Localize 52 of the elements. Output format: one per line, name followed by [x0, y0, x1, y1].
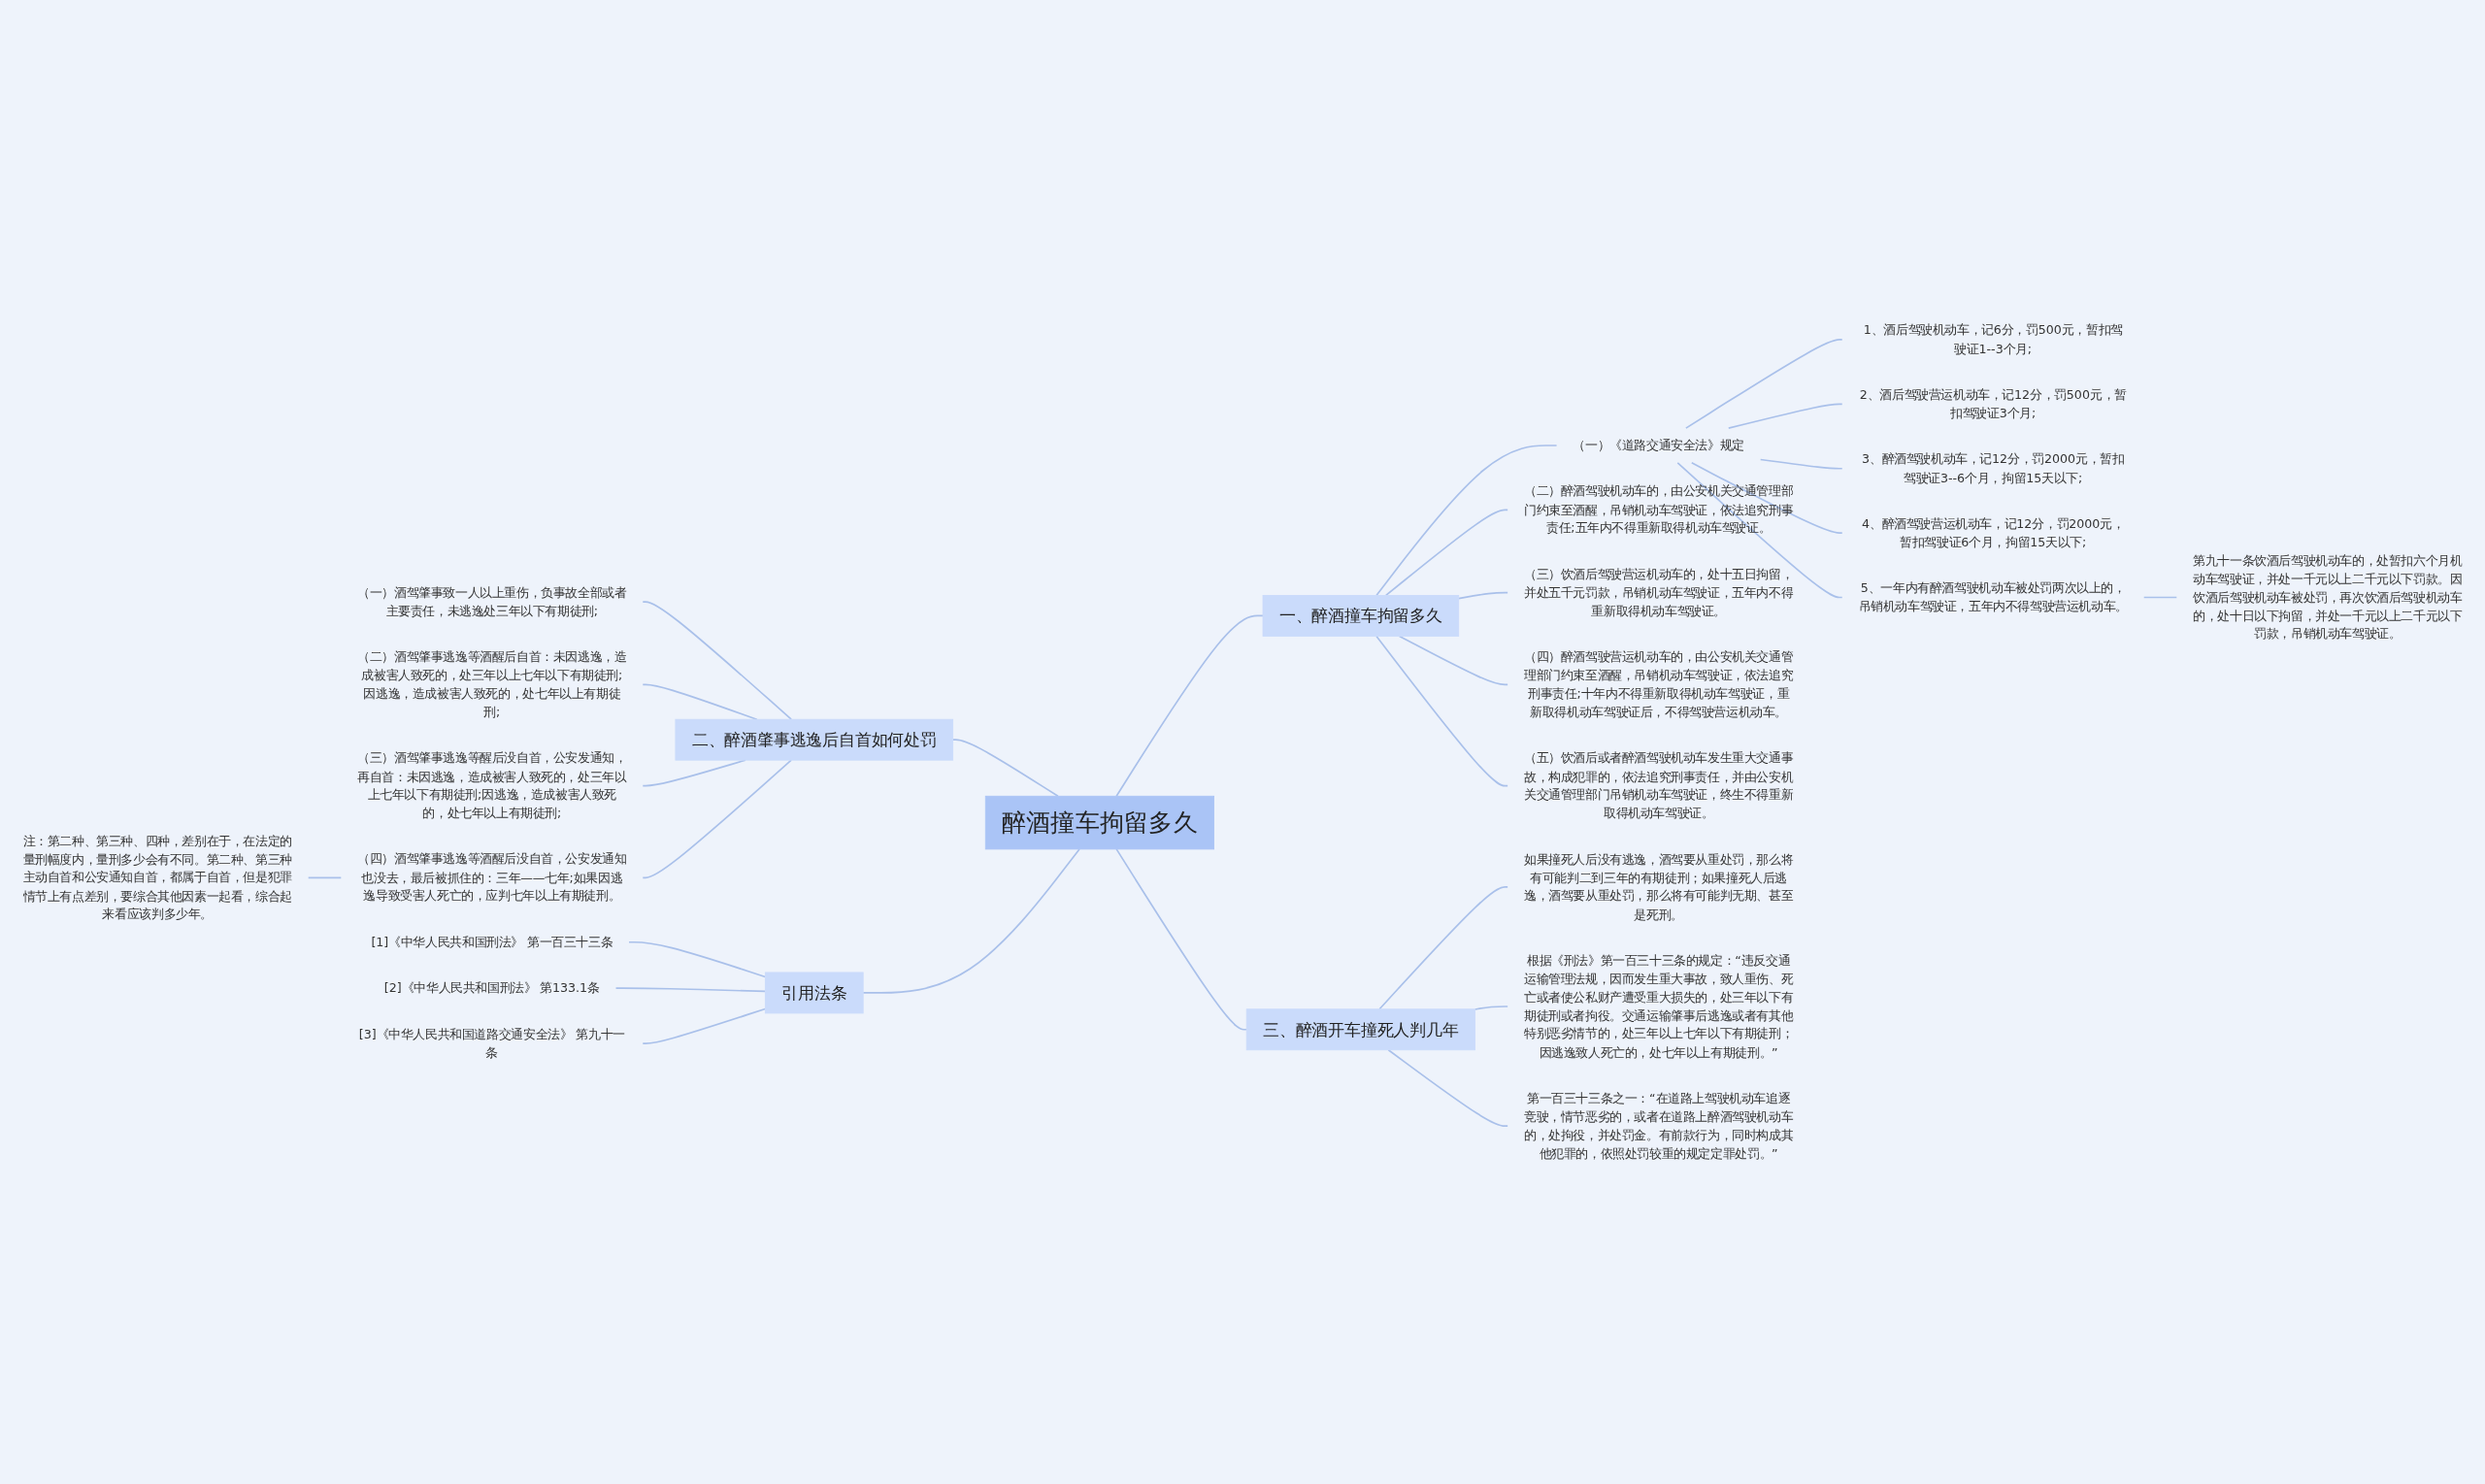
- connector: [862, 848, 1080, 994]
- connector: [1474, 1006, 1508, 1010]
- connector: [642, 759, 792, 879]
- node-text: （四）醉酒驾驶营运机动车的，由公安机关交通管理部门约束至酒醒，吊销机动车驾驶证，依法追究刑事责任;十年内不得重新取得机动车驾驶证，重新取得机动车驾驶证后，不得驾驶营运机动车。: [1523, 649, 1794, 720]
- node-text: 1、酒后驾驶机动车，记6分，罚500元，暂扣驾驶证1--3个月;: [1863, 322, 2123, 356]
- node-text: 4、醉酒驾驶营运机动车，记12分，罚2000元，暂扣驾驶证6个月，拘留15天以下;: [1861, 515, 2125, 549]
- connector: [1378, 886, 1508, 1010]
- node-text: （三）酒驾肇事逃逸等醒后没自首，公安发通知，再自首：未因逃逸，造成被害人致死的，处三年以上七年以下有期徒刑;因逃逸，造成被害人致死的，处七年以上有期徒刑;: [357, 750, 627, 821]
- node-text: （一）《道路交通安全法》规定: [1573, 438, 1744, 453]
- connector: [614, 987, 767, 993]
- connector: [628, 940, 767, 978]
- node-text: （一）酒驾肇事致一人以上重伤，负事故全部或者主要责任，未逃逸处三年以下有期徒刑;: [357, 584, 627, 618]
- connector: [1676, 462, 1843, 599]
- connector: [1690, 462, 1843, 534]
- node-text: 3、醉酒驾驶机动车，记12分，罚2000元，暂扣驾驶证3--6个月，拘留15天以下;: [1861, 451, 2125, 485]
- node-text: 第一百三十三条之一：“在道路上驾驶机动车追逐竞驶，情节恶劣的，或者在道路上醉酒驾驶机动车的，处拘役，并处罚金。有前款行为，同时构成其他犯罪的，依照处罚较重的规定定罪处罚。”: [1523, 1091, 1794, 1161]
- connector: [1375, 445, 1558, 597]
- connector: [307, 876, 343, 879]
- node-box: [764, 972, 864, 1014]
- node-text: 根据《刑法》第一百三十三条的规定：“违反交通运输管理法规，因而发生重大事故，致人重伤、死亡或者使公私财产遭受重大损失的，处三年以下有期徒刑或者拘役。交通运输肇事后逃逸或者有其他特别恶劣情节的，处三年以上七年以下有期徒刑；因逃逸致人死亡的，处七年以上有期徒刑。”: [1523, 952, 1794, 1060]
- connector: [1727, 403, 1843, 429]
- node-text: [2]《中华人民共和国刑法》 第133.1条: [383, 980, 600, 996]
- node-text: （三）饮酒后驾驶营运机动车的，处十五日拘留，并处五千元罚款，吊销机动车驾驶证，五年内不得重新取得机动车驾驶证。: [1523, 567, 1794, 618]
- connector: [1685, 339, 1843, 429]
- node-text: 5、一年内有醉酒驾驶机动车被处罚两次以上的，吊销机动车驾驶证，五年内不得驾驶营运机动车。: [1858, 580, 2128, 614]
- node-text: 如果撞死人后没有逃逸，酒驾要从重处罚，那么将有可能判二到三年的有期徒刑；如果撞死人后逃逸，酒驾要从重处罚，那么将有可能判无期、甚至是死刑。: [1523, 851, 1794, 922]
- connector: [1387, 1048, 1508, 1127]
- node-box: [675, 718, 954, 761]
- connector: [642, 601, 792, 720]
- connector: [1457, 591, 1508, 600]
- node-text: （五）饮酒后或者醉酒驾驶机动车发生重大交通事故，构成犯罪的，依法追究刑事责任，并由公安机关交通管理部门吊销机动车驾驶证，终生不得重新取得机动车驾驶证。: [1523, 750, 1794, 821]
- connector: [1384, 509, 1508, 597]
- node-text: [1]《中华人民共和国刑法》 第一百三十三条: [371, 934, 613, 950]
- connector: [951, 739, 1059, 798]
- node-text: [3]《中华人民共和国道路交通安全法》 第九十一条: [358, 1026, 625, 1060]
- node-text: 第九十一条饮酒后驾驶机动车的，处暂扣六个月机动车驾驶证，并处一千元以上二千元以下罚款。因饮酒后驾驶机动车被处罚，再次饮酒后驾驶机动车的，处十日以下拘留，并处一千元以上二千元以下罚款，吊销机动车驾驶证。: [2193, 552, 2463, 642]
- node-text: 注：第二种、第三种、四种，差别在于，在法定的量刑幅度内，量刑多少会有不同。第二种、第三种主动自首和公安通知自首，都属于自首，但是犯罪情节上有点差别，要综合其他因素一起看，综合起来看应该判多少年。: [22, 833, 292, 922]
- connector: [1759, 458, 1843, 470]
- connector: [1115, 614, 1264, 798]
- connector: [642, 1007, 767, 1044]
- connector: [2142, 596, 2178, 599]
- connector: [1398, 635, 1508, 686]
- connector: [1375, 635, 1508, 787]
- node-box: [984, 795, 1214, 850]
- node-box: [1262, 595, 1460, 637]
- connector: [1115, 848, 1248, 1031]
- connector: [642, 683, 758, 720]
- node-box: [1245, 1008, 1475, 1051]
- node-text: 2、酒后驾驶营运机动车，记12分，罚500元，暂扣驾驶证3个月;: [1859, 387, 2127, 421]
- node-text: （二）酒驾肇事逃逸等酒醒后自首：未因逃逸，造成被害人致死的，处三年以上七年以下有期徒刑;因逃逸，造成被害人致死的，处七年以上有期徒刑;: [357, 649, 627, 720]
- node-text: （四）酒驾肇事逃逸等酒醒后没自首，公安发通知也没去，最后被抓住的：三年——七年;如果因逃逸导致受害人死亡的，应判七年以上有期徒刑。: [357, 851, 627, 904]
- node-text: （二）醉酒驾驶机动车的，由公安机关交通管理部门约束至酒醒，吊销机动车驾驶证，依法追究刑事责任;五年内不得重新取得机动车驾驶证。: [1523, 483, 1794, 536]
